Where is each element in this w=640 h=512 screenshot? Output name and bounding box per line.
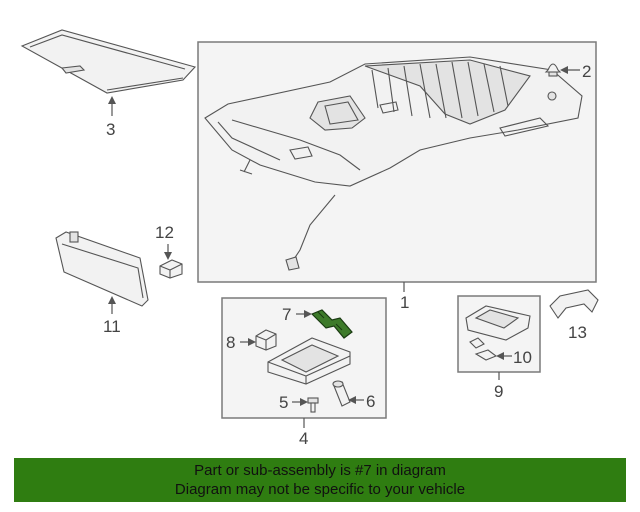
part-6-bulb[interactable] bbox=[332, 380, 351, 407]
callout-1: 1 bbox=[400, 293, 409, 312]
info-banner: Part or sub-assembly is #7 in diagram Di… bbox=[14, 458, 626, 502]
callout-8: 8 bbox=[226, 333, 235, 352]
callout-4: 4 bbox=[299, 429, 308, 448]
callout-7: 7 bbox=[282, 305, 291, 324]
callout-2: 2 bbox=[582, 62, 591, 81]
callout-11-arrow bbox=[108, 296, 116, 314]
part-12-visor-holder[interactable] bbox=[159, 259, 183, 279]
part-1-headliner[interactable] bbox=[204, 56, 583, 271]
callout-8-arrow bbox=[240, 338, 256, 346]
callout-2-arrow bbox=[560, 66, 580, 74]
callout-6-arrow bbox=[348, 396, 364, 404]
part-5-screw[interactable] bbox=[307, 397, 319, 413]
part-3-sunshade[interactable] bbox=[20, 29, 197, 94]
callout-3-arrow bbox=[108, 96, 116, 116]
callout-12: 12 bbox=[155, 223, 174, 242]
callout-5: 5 bbox=[279, 393, 288, 412]
callout-11: 11 bbox=[103, 317, 121, 336]
callout-10: 10 bbox=[513, 348, 532, 367]
callout-12-arrow bbox=[164, 244, 172, 260]
callout-9: 9 bbox=[494, 382, 503, 401]
part-8-lamp-socket[interactable] bbox=[255, 329, 277, 351]
part-11-sun-visor[interactable] bbox=[55, 231, 149, 307]
callout-3: 3 bbox=[106, 120, 115, 139]
callout-6: 6 bbox=[366, 392, 375, 411]
banner-line-1: Part or sub-assembly is #7 in diagram bbox=[194, 462, 446, 479]
callout-13: 13 bbox=[568, 323, 587, 342]
part-4-dome-lamp[interactable] bbox=[267, 337, 351, 385]
part-9-map-lamp[interactable] bbox=[465, 305, 531, 341]
callout-10-arrow bbox=[496, 352, 512, 360]
part-13-assist-grip[interactable] bbox=[549, 289, 599, 319]
callout-7-arrow bbox=[296, 310, 312, 318]
part-2-clip[interactable] bbox=[544, 63, 562, 77]
part-7-bracket[interactable] bbox=[310, 309, 353, 339]
callout-5-arrow bbox=[292, 398, 308, 406]
banner-line-2: Diagram may not be specific to your vehi… bbox=[174, 481, 466, 498]
part-10-bulb[interactable] bbox=[469, 337, 498, 361]
